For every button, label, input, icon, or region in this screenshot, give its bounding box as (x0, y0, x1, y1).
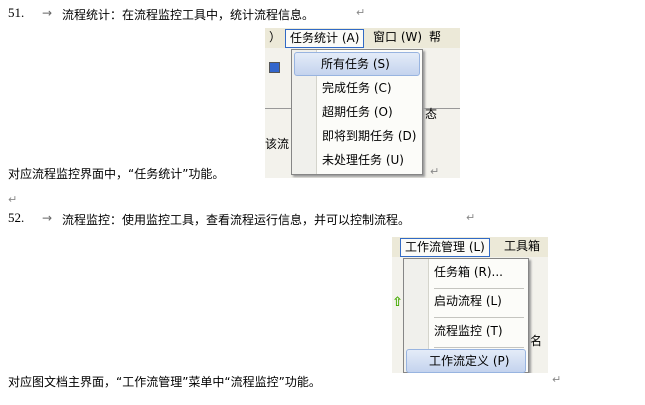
item-number: 51. (8, 5, 25, 20)
menu-prev[interactable]: ） (269, 30, 282, 44)
toolbar-icon (269, 62, 280, 73)
return-mark-icon: ↵ (466, 211, 476, 224)
return-mark-icon: ↵ (8, 193, 18, 206)
menu-item-all-tasks[interactable]: 所有任务 (S) (294, 52, 420, 76)
menu-item-workflow-monitor[interactable]: 流程监控 (T) (434, 324, 503, 338)
screenshot-workflow-menu: 工作流管理 (L) 工具箱 ⇧ 名 任务箱 (R)... 启动流程 (L) 流程… (392, 237, 548, 373)
tab-arrow-icon: → (42, 211, 53, 225)
menubar: ） 任务统计 (A) 窗口 (W) 帮 (265, 28, 460, 48)
bg-text: 态 (425, 107, 438, 121)
menu-item-due-soon-tasks[interactable]: 即将到期任务 (D) (322, 129, 417, 143)
item-text: 流程统计：在流程监控工具中，统计流程信息。 (62, 8, 315, 22)
return-mark-icon: ↵ (356, 6, 366, 19)
item-text: 流程监控：使用监控工具，查看流程运行信息，并可以控制流程。 (62, 213, 411, 227)
separator (434, 317, 524, 318)
bg-text: 该流 (265, 137, 290, 151)
menu-workflow-management[interactable]: 工作流管理 (L) (400, 238, 490, 257)
menu-task-stats[interactable]: 任务统计 (A) (285, 29, 365, 48)
menu-item-unprocessed-tasks[interactable]: 未处理任务 (U) (322, 153, 404, 167)
menu-window[interactable]: 窗口 (W) (373, 30, 423, 44)
menu-item-overdue-tasks[interactable]: 超期任务 (O) (322, 105, 393, 119)
task-stats-dropdown: 所有任务 (S) 完成任务 (C) 超期任务 (O) 即将到期任务 (D) 未处… (291, 49, 423, 175)
return-mark-icon: ↵ (430, 165, 440, 178)
menu-item-start-workflow[interactable]: 启动流程 (L) (434, 294, 502, 308)
separator (434, 347, 524, 348)
caption: 对应图文档主界面，“工作流管理”菜单中“流程监控”功能。 (8, 375, 321, 389)
caption: 对应流程监控界面中，“任务统计”功能。 (8, 167, 225, 181)
menu-help[interactable]: 帮 (429, 30, 442, 44)
menubar: 工作流管理 (L) 工具箱 (392, 237, 548, 257)
menu-item-completed-tasks[interactable]: 完成任务 (C) (322, 81, 392, 95)
tab-arrow-icon: → (42, 6, 53, 20)
up-arrow-icon: ⇧ (392, 295, 403, 310)
item-number: 52. (8, 210, 25, 225)
screenshot-task-stats: ） 任务统计 (A) 窗口 (W) 帮 态 该流 所有任务 (S) 完成任务 (… (265, 28, 460, 178)
workflow-dropdown: 任务箱 (R)... 启动流程 (L) 流程监控 (T) 工作流定义 (P) (403, 258, 529, 373)
menu-item-workflow-definition[interactable]: 工作流定义 (P) (406, 349, 526, 373)
menu-toolbox[interactable]: 工具箱 (504, 239, 541, 253)
bg-text: 名 (530, 334, 543, 348)
menu-item-task-box[interactable]: 任务箱 (R)... (434, 265, 503, 279)
return-mark-icon: ↵ (552, 373, 562, 386)
separator (434, 288, 524, 289)
